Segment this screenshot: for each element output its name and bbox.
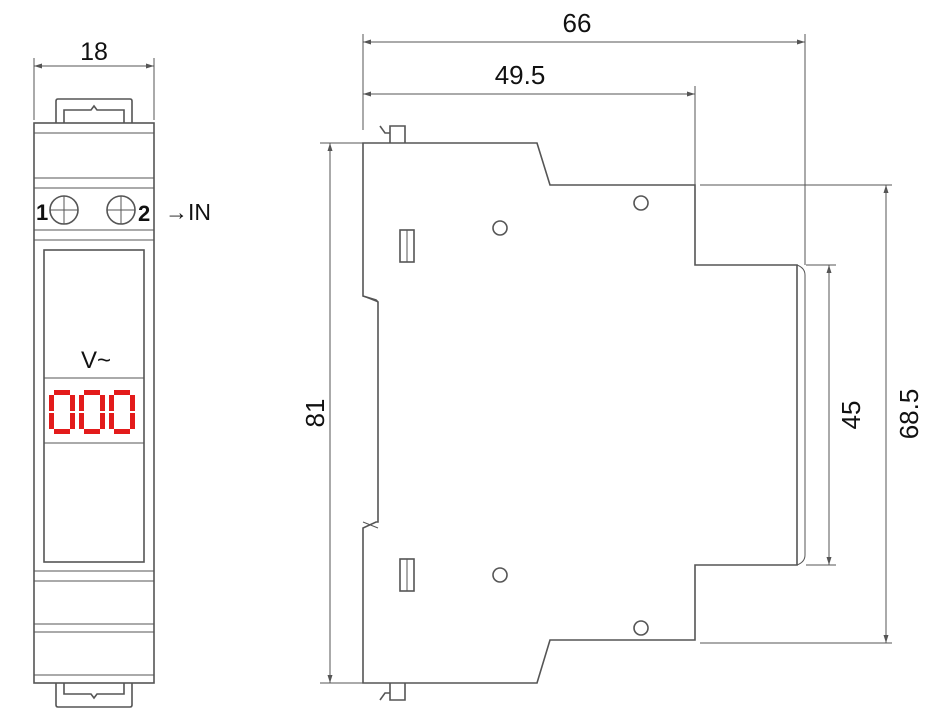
display-segment (109, 413, 114, 429)
front-height-dimension: 68.5 (700, 184, 924, 644)
bottom-clip (55, 683, 133, 708)
top-latch (379, 125, 406, 143)
slot-top (399, 229, 415, 263)
front-depth-label: 49.5 (495, 60, 546, 90)
display-segment (114, 429, 130, 434)
display-segment (79, 413, 84, 429)
rail-dimension: 45 (806, 264, 866, 566)
terminal-1-label: 1 (36, 200, 48, 225)
display-segment (84, 429, 100, 434)
side-view: 66 49.5 81 45 68.5 (300, 8, 924, 701)
hole (633, 620, 649, 636)
top-clip (55, 98, 133, 123)
front-height-label: 68.5 (894, 389, 924, 440)
display-segment (70, 413, 75, 429)
terminal-screw-1-icon (49, 195, 79, 225)
width-dim-label: 18 (80, 38, 108, 66)
display-segment (49, 395, 54, 411)
display-segment (49, 413, 54, 429)
display-segment (54, 429, 70, 434)
display-segment (130, 413, 135, 429)
display-segment (70, 395, 75, 411)
rail-dim-label: 45 (836, 401, 866, 430)
display-segment (79, 395, 84, 411)
front-depth-dimension: 49.5 (363, 60, 696, 185)
height-dimension: 81 (300, 142, 363, 684)
width-dimension: 18 (33, 38, 155, 120)
bottom-latch (379, 683, 406, 701)
display-segment (100, 413, 105, 429)
unit-label: V~ (81, 347, 111, 374)
terminal-2-label: 2 (138, 201, 150, 226)
seven-segment-display (49, 390, 135, 434)
side-outline (362, 142, 798, 684)
hole (633, 195, 649, 211)
display-segment (54, 390, 70, 395)
display-segment (100, 395, 105, 411)
hole (492, 567, 508, 583)
display-segment (109, 395, 114, 411)
module-body (33, 122, 155, 684)
hole (492, 220, 508, 236)
slot-bottom (399, 558, 415, 592)
overall-depth-label: 66 (563, 8, 592, 38)
overall-depth-dimension: 66 (362, 8, 806, 265)
terminal-screw-2-icon (106, 195, 136, 225)
height-label: 81 (300, 399, 330, 428)
input-label: →IN (165, 199, 211, 225)
rail-profile (796, 264, 806, 566)
display-segment (114, 390, 130, 395)
display-segment (130, 395, 135, 411)
display-window (43, 249, 145, 563)
front-view: 18 1 2 →IN V~ (33, 38, 211, 708)
display-segment (84, 390, 100, 395)
